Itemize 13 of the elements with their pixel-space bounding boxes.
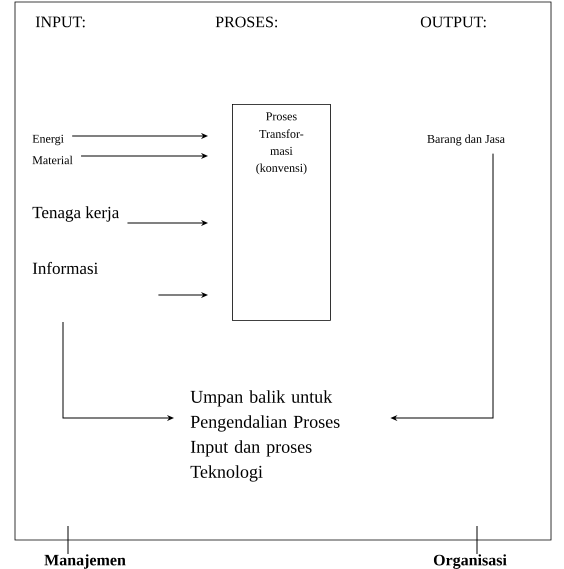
column-heading: PROSES: xyxy=(216,16,278,28)
bottom-label: Organisasi xyxy=(434,554,507,569)
input-label: Informasi xyxy=(32,262,98,274)
process-box: Proses Transfor- masi (konvensi) xyxy=(232,104,331,321)
feedback-text: Umpan balik untuk Pengendalian Proses Input dan proses Teknologi xyxy=(190,390,340,482)
column-heading: OUTPUT: xyxy=(420,16,486,28)
input-label: Energi xyxy=(32,134,64,146)
column-heading: INPUT: xyxy=(36,16,85,28)
bottom-label: Manajemen xyxy=(44,554,126,569)
input-label: Tenaga kerja xyxy=(32,206,120,222)
output-label: Barang dan Jasa xyxy=(427,134,505,146)
leader-line xyxy=(476,526,478,554)
input-label: Material xyxy=(32,156,73,164)
